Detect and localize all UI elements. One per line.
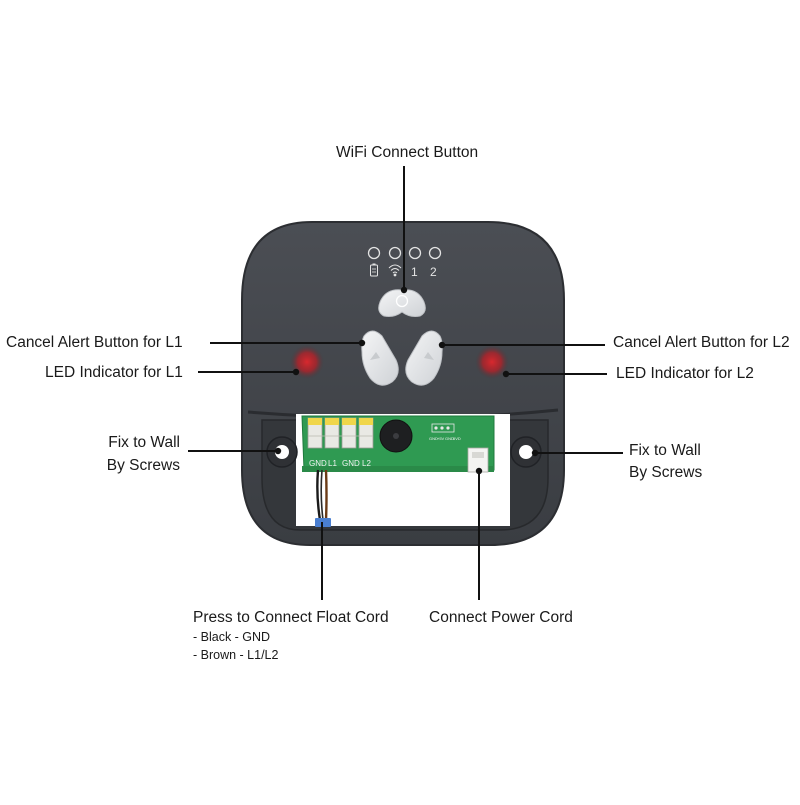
callout-led-indicator-l2: LED Indicator for L2 [616, 365, 754, 382]
callout-cancel-alert-l2: Cancel Alert Button for L2 [613, 334, 790, 351]
callout-float-cord: Press to Connect Float Cord [193, 609, 389, 626]
status-led-row [367, 246, 442, 260]
power-connector-slot [472, 452, 484, 458]
power-pin-label: GND [445, 436, 454, 441]
pcb-bottom-strip [302, 466, 494, 472]
buzzer-hole [393, 433, 399, 439]
cancel-alert-button-l1[interactable] [361, 330, 399, 386]
screw-hole-right [510, 436, 542, 468]
callout-power-cord: Connect Power Cord [429, 609, 573, 626]
callout-float-black: - Black - GND [193, 630, 271, 644]
status-label: 1 [411, 265, 418, 279]
callout-cancel-alert-l1: Cancel Alert Button for L1 [6, 334, 183, 351]
led-indicator-l2 [475, 345, 509, 379]
power-header [431, 423, 455, 433]
terminal-label: GND [309, 459, 327, 468]
battery-icon [370, 263, 378, 277]
terminal-label: L2 [362, 459, 371, 468]
callout-fix-left-line1: Fix to Wall [108, 434, 180, 451]
status-label: 2 [430, 265, 437, 279]
terminal-label: GND [342, 459, 360, 468]
power-pin-label: 5VD [453, 436, 461, 441]
power-pin-label: GND [429, 436, 438, 441]
cancel-l1-arrow-icon [370, 352, 380, 360]
cancel-l2-arrow-icon [424, 352, 434, 360]
callout-wifi-connect-button: WiFi Connect Button [336, 144, 479, 161]
callout-float-brown: - Brown - L1/L2 [193, 648, 279, 662]
callout-fix-right-line1: Fix to Wall [629, 442, 701, 459]
callout-dots [274, 286, 539, 475]
callout-lines [188, 166, 623, 600]
wifi-icon [388, 264, 402, 277]
wifi-button-ring [395, 294, 409, 308]
cancel-alert-button-l2[interactable] [405, 330, 443, 386]
callout-fix-right-line2: By Screws [629, 464, 703, 481]
power-pin-label: +5V [437, 436, 445, 441]
wifi-connect-button[interactable] [378, 289, 426, 317]
terminal-blocks [307, 417, 374, 449]
callout-fix-left-line2: By Screws [106, 457, 180, 474]
terminal-label: L1 [328, 459, 337, 468]
callout-led-indicator-l1: LED Indicator for L1 [45, 364, 183, 381]
